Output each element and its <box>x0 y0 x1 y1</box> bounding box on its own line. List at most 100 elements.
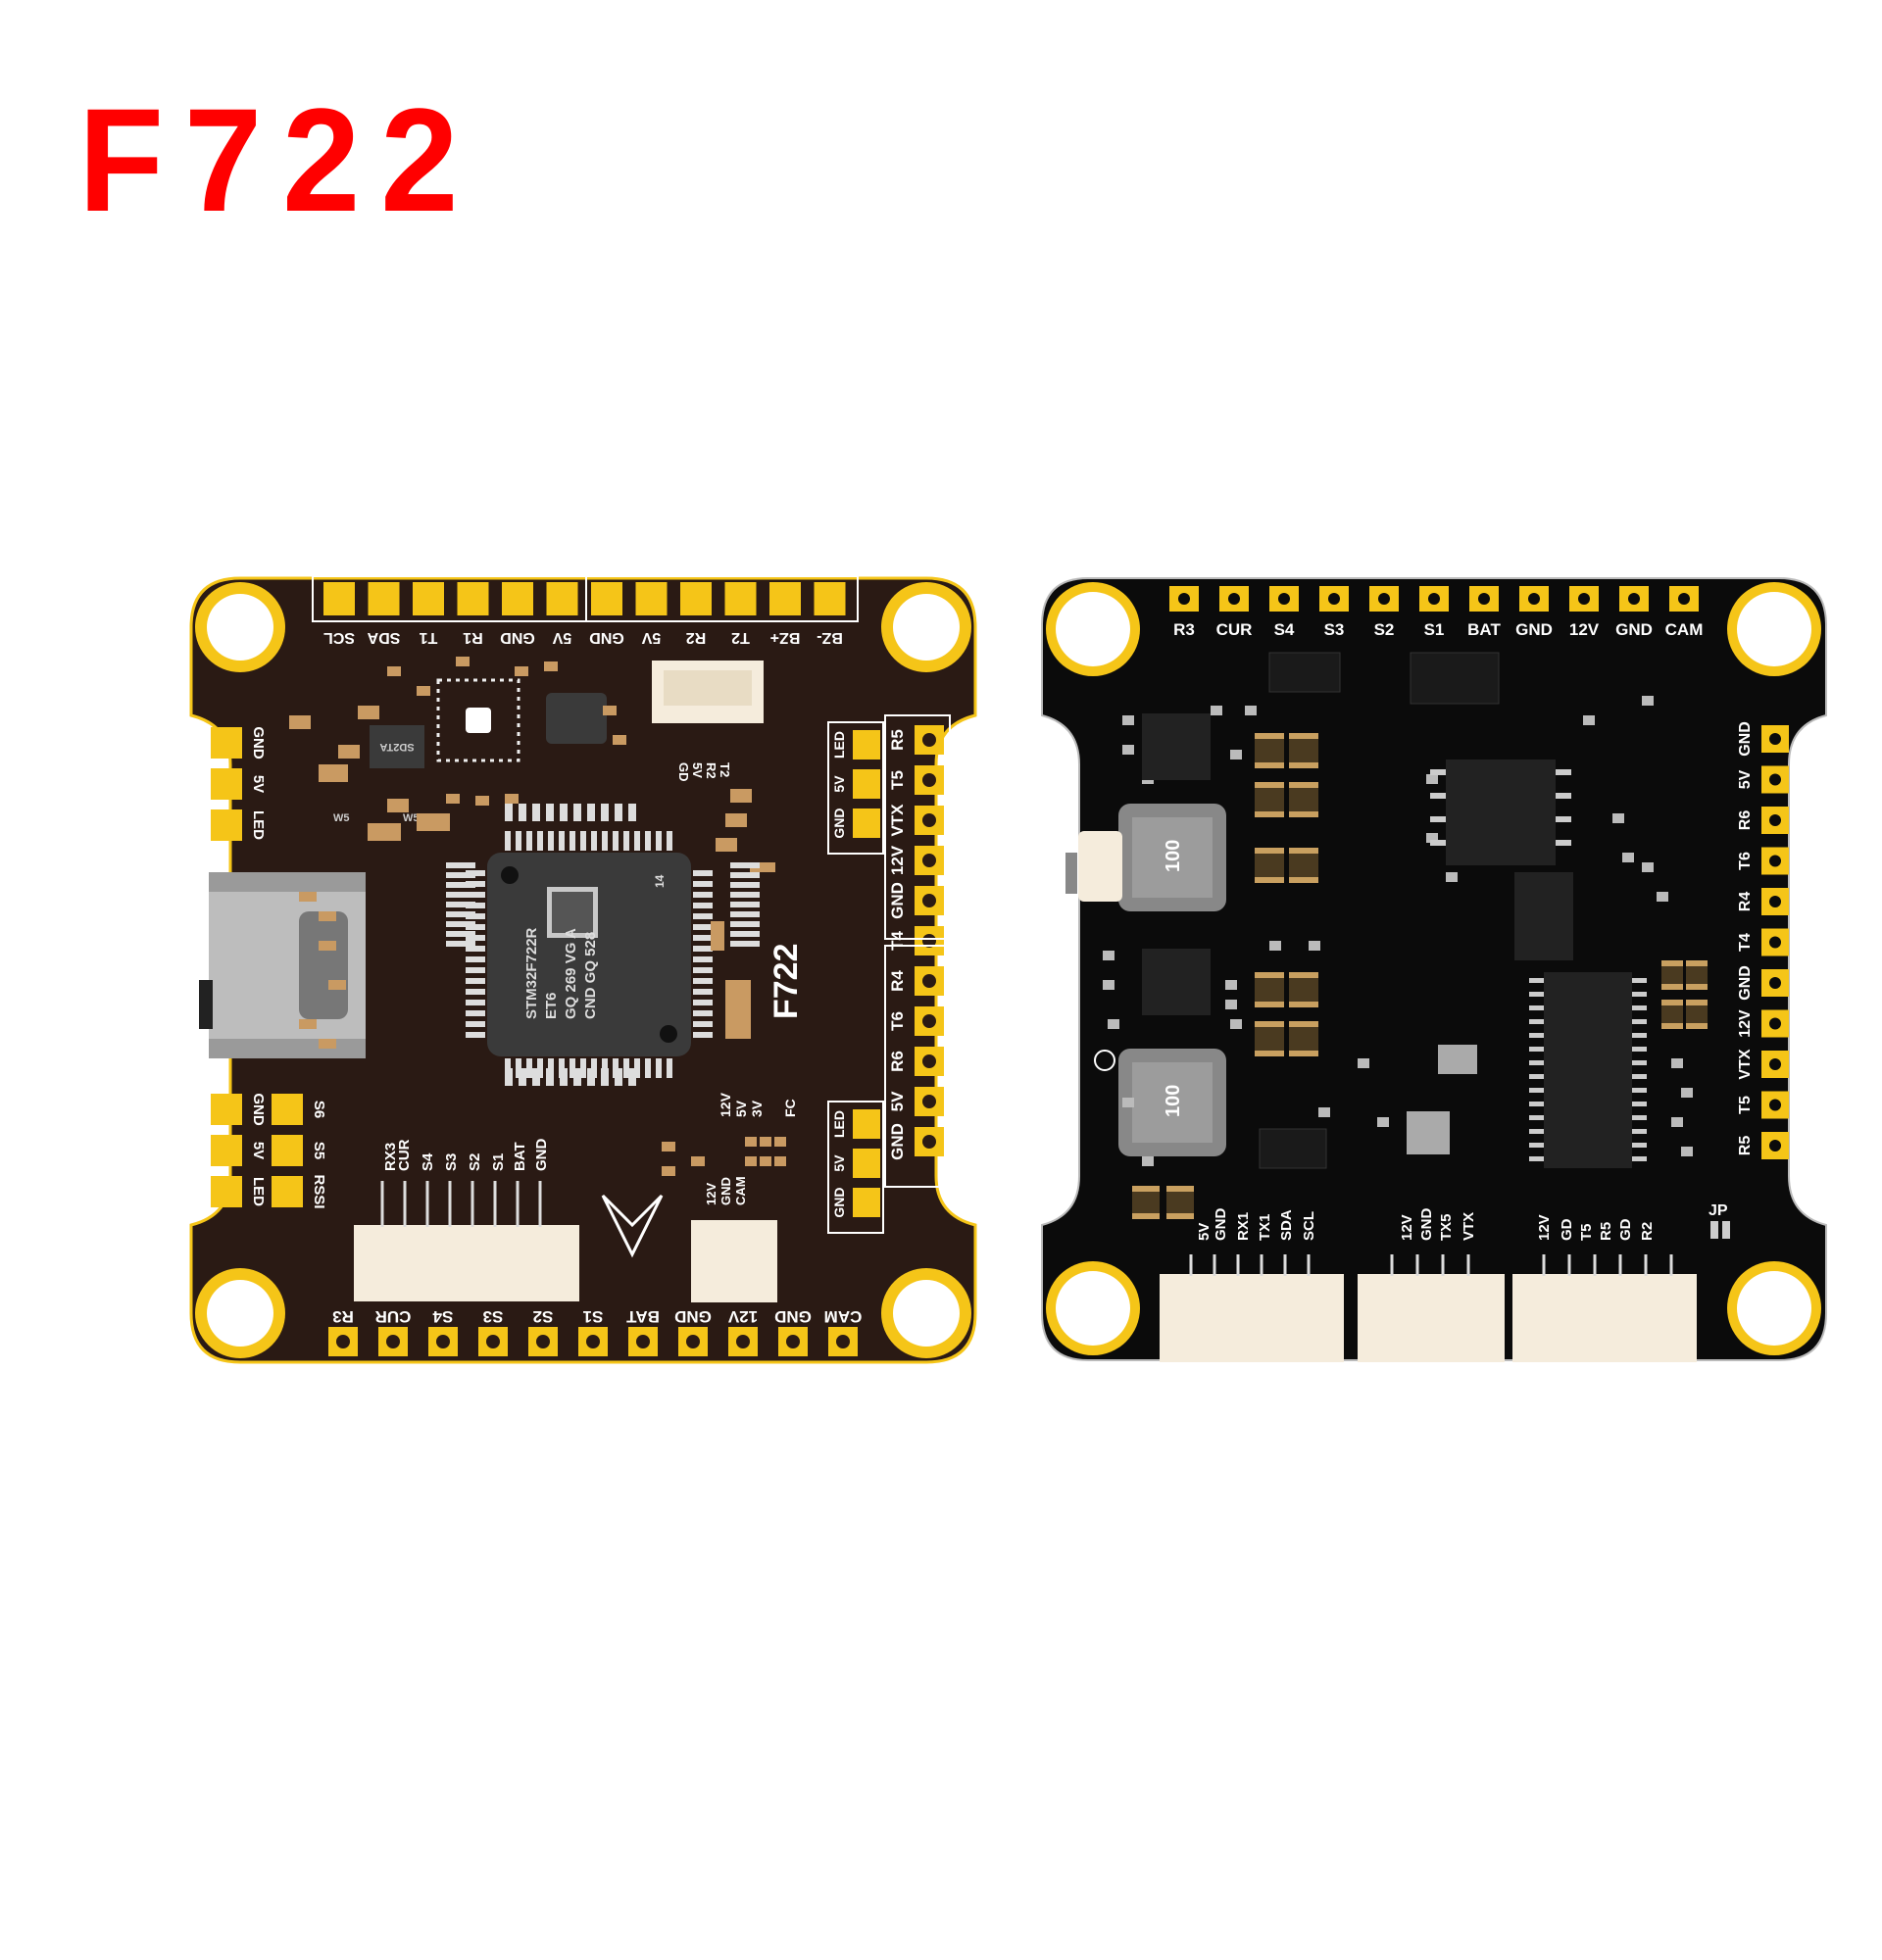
bottom-pad-label: S4 <box>432 1307 453 1326</box>
cam-label-gnd: GND <box>718 1177 733 1205</box>
conn-top-label-5v: 5V <box>690 762 705 778</box>
capacitor <box>1686 1000 1708 1029</box>
c2-label-tx5: TX5 <box>1438 1213 1455 1241</box>
smd-part <box>456 657 470 666</box>
inner-pad-label: LED <box>831 731 847 759</box>
imu-chip <box>436 678 520 762</box>
smd-part <box>319 941 336 951</box>
resistor <box>1103 980 1114 990</box>
pad-hole <box>1278 593 1290 605</box>
top-pad-label: GND <box>1515 620 1553 639</box>
esc-label-gnd: GND <box>533 1139 550 1172</box>
smd-part <box>387 799 409 812</box>
bz-connector <box>652 661 764 723</box>
pad-hole <box>1228 593 1240 605</box>
sd-chip-label: SD2TA <box>379 741 414 753</box>
pad-hole <box>536 1335 550 1348</box>
mcu-chip <box>466 831 713 1078</box>
right-pad-label: R6 <box>1737 810 1754 831</box>
right-pad-label: 5V <box>1737 769 1754 789</box>
ic-c <box>1446 760 1556 865</box>
mcu-line-4: CND GQ 528 <box>582 932 599 1019</box>
resistor <box>1622 853 1634 862</box>
resistor <box>1681 1147 1693 1156</box>
right-pad-label: R6 <box>888 1051 907 1072</box>
regulator-chip: SD2TA <box>370 725 424 768</box>
inner-pad-label: 5V <box>831 775 847 793</box>
smd-part <box>505 794 519 804</box>
top-pad <box>814 582 846 615</box>
smd-part <box>725 813 747 827</box>
resistor <box>1671 1058 1683 1068</box>
top-pad-row <box>1169 586 1699 612</box>
bz-connector-labels: GD 5V R2 T2 <box>676 762 732 782</box>
resistor <box>1358 1058 1369 1068</box>
top-pad <box>680 582 712 615</box>
smd-part <box>711 921 724 951</box>
pwr-label-5v: 5V <box>733 1100 749 1117</box>
usb-c-port <box>199 872 366 1058</box>
resistor <box>1377 1117 1389 1127</box>
ic-a <box>1142 713 1211 780</box>
top-pad-label: CUR <box>1216 620 1253 639</box>
esc-label-s1: S1 <box>490 1153 507 1171</box>
smd-part <box>319 911 336 921</box>
smd-part <box>745 1156 757 1166</box>
resistor <box>1245 706 1257 715</box>
mount-hole-tl <box>1046 582 1140 676</box>
smd-part <box>750 862 775 872</box>
c3-label-r2: R2 <box>1639 1222 1656 1241</box>
capacitor <box>1661 960 1683 990</box>
inner-pad <box>853 1149 880 1178</box>
pad-hole <box>922 854 936 867</box>
pwr-label-fc: FC <box>782 1099 798 1117</box>
top-pad-label: GND <box>500 629 535 646</box>
smd-components <box>289 657 786 1176</box>
connector-2-labels: 12V GND TX5 VTX <box>1399 1208 1477 1242</box>
side-pad <box>272 1094 303 1125</box>
smd-part <box>774 1156 786 1166</box>
test-pad-1 <box>1438 1045 1477 1074</box>
c3-label-gd: GD <box>1559 1218 1575 1241</box>
resistor <box>1681 1088 1693 1098</box>
top-pad <box>546 582 578 615</box>
right-pad-label: GND <box>888 882 907 919</box>
smd-part <box>387 666 401 676</box>
side-pad-label: LED <box>250 1177 267 1206</box>
inner-pad <box>853 769 880 799</box>
bottom-pad-label: BAT <box>626 1307 660 1326</box>
led-group-a <box>827 721 884 855</box>
pad-hole <box>1769 814 1781 826</box>
side-pad-label: 5V <box>250 1142 267 1159</box>
mount-hole-tr <box>881 582 971 672</box>
smd-part <box>417 813 450 831</box>
inner-pad <box>853 1188 880 1217</box>
top-pad-label: CAM <box>1665 620 1704 639</box>
inner-pad-label: LED <box>831 1110 847 1138</box>
power-labels: 12V 5V 3V FC <box>718 1092 798 1117</box>
side-pad <box>211 1176 242 1207</box>
bottom-pad-label: GND <box>774 1307 812 1326</box>
c2-label-vtx: VTX <box>1461 1212 1477 1241</box>
smd-components <box>1103 696 1708 1219</box>
mcu-marking: STM32F722R ET6 GQ 269 VG A CND GQ 528 <box>523 927 599 1019</box>
smd-part <box>730 789 752 803</box>
right-pad-label: VTX <box>888 804 907 837</box>
side-pad <box>272 1176 303 1207</box>
side-pad <box>272 1135 303 1166</box>
top-pad-label: SCL <box>323 629 355 646</box>
bottom-pad-label: R3 <box>332 1307 354 1326</box>
right-pad-label: T4 <box>888 931 907 951</box>
right-pad-label: T6 <box>888 1011 907 1031</box>
bottom-pad-label: CAM <box>824 1307 863 1326</box>
cam-connector <box>691 1220 777 1302</box>
connector-3-labels: 12V GD T5 R5 GD R2 <box>1536 1214 1656 1241</box>
cam-label-cam: CAM <box>733 1176 748 1205</box>
cam-connector-labels: 12V GND CAM <box>704 1176 748 1205</box>
bottom-pad-label: 12V <box>727 1307 758 1326</box>
top-pad <box>413 582 444 615</box>
